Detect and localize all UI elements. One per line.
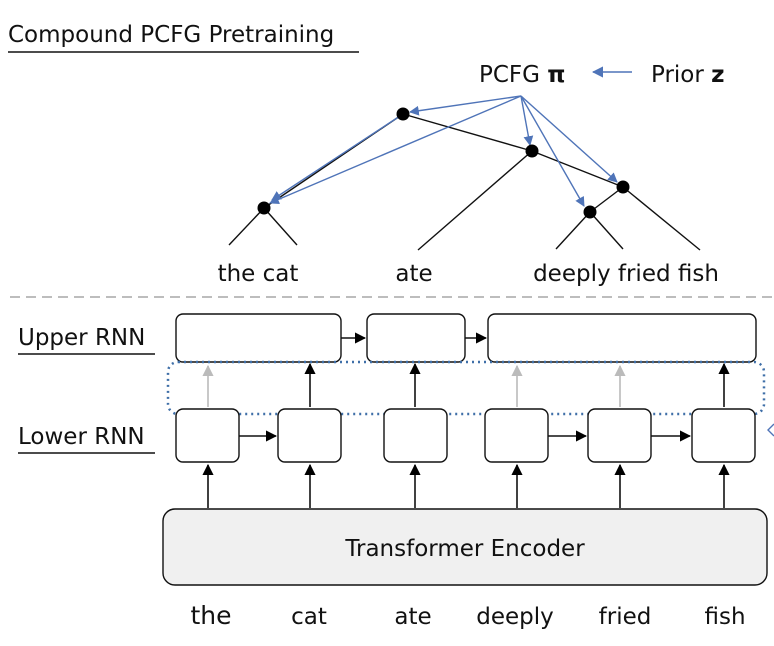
encoder-to-lower-arrows xyxy=(202,463,730,508)
transformer-encoder-label: Transformer Encoder xyxy=(344,536,585,562)
tree-node-vp xyxy=(525,144,539,158)
upper-rnn-cell-deeply-fried-fish xyxy=(487,313,757,363)
token-ate: ate xyxy=(394,604,431,630)
pcfg-rule-arrows xyxy=(269,95,618,207)
tree-node-np xyxy=(257,201,271,215)
edge-arrowhead-fragment xyxy=(767,423,774,437)
tree-edge xyxy=(417,150,533,251)
tree-node-obj xyxy=(616,180,630,194)
pcfg-arrow xyxy=(269,95,522,205)
pcfg-arrow xyxy=(520,95,618,183)
pcfg-arrow xyxy=(409,95,522,116)
prior-label: Prior z xyxy=(651,62,725,88)
tree-edge xyxy=(402,113,533,152)
tree-edge xyxy=(589,211,624,250)
pcfg-arrow xyxy=(520,95,534,146)
token-fried: fried xyxy=(599,604,652,630)
tree-edge xyxy=(589,186,624,213)
pcfg-arrow xyxy=(520,95,585,207)
tree-edge xyxy=(555,211,591,250)
lower-rnn-label: Lower RNN xyxy=(18,424,145,450)
token-fish: fish xyxy=(704,604,745,630)
input-tokens: the cat ate deeply fried fish xyxy=(190,601,745,630)
pcfg-pi-symbol: π xyxy=(547,62,565,88)
token-cat: cat xyxy=(291,604,327,630)
phrase-the-cat: the cat xyxy=(218,261,299,287)
token-deeply: deeply xyxy=(476,604,554,630)
upper-rnn-cell-the-cat xyxy=(175,313,342,363)
prior-z-symbol: z xyxy=(711,62,724,88)
token-the: the xyxy=(190,601,231,630)
lower-to-upper-arrows xyxy=(202,362,730,407)
section-title: Compound PCFG Pretraining xyxy=(8,22,334,48)
lower-rnn-cell-cat xyxy=(277,408,342,463)
transformer-encoder-box xyxy=(162,508,768,586)
tree-nodes xyxy=(257,107,630,219)
phrase-ate: ate xyxy=(395,261,432,287)
tree-edge xyxy=(228,207,265,246)
tree-node-adj xyxy=(583,205,597,219)
upper-rnn-label: Upper RNN xyxy=(18,325,145,351)
tree-node-root xyxy=(396,107,410,121)
lower-rnn-cell-fish xyxy=(691,408,756,463)
upper-rnn-cell-ate xyxy=(366,313,466,363)
lower-rnn-cell-deeply xyxy=(484,408,549,463)
phrase-deeply-fried-fish: deeply fried fish xyxy=(533,261,719,287)
tree-edge xyxy=(263,207,298,246)
lower-rnn-cell-ate xyxy=(383,408,448,463)
tree-edge xyxy=(531,150,624,188)
tree-edge xyxy=(622,186,701,251)
pcfg-label: PCFG π xyxy=(479,62,566,88)
lower-rnn-cell-fried xyxy=(587,408,652,463)
lower-rnn-cell-the xyxy=(175,408,240,463)
lower-rnn-row xyxy=(175,408,756,463)
span-dotted-box xyxy=(166,360,766,416)
pcfg-arrow xyxy=(271,113,404,201)
upper-rnn-row xyxy=(175,313,757,363)
